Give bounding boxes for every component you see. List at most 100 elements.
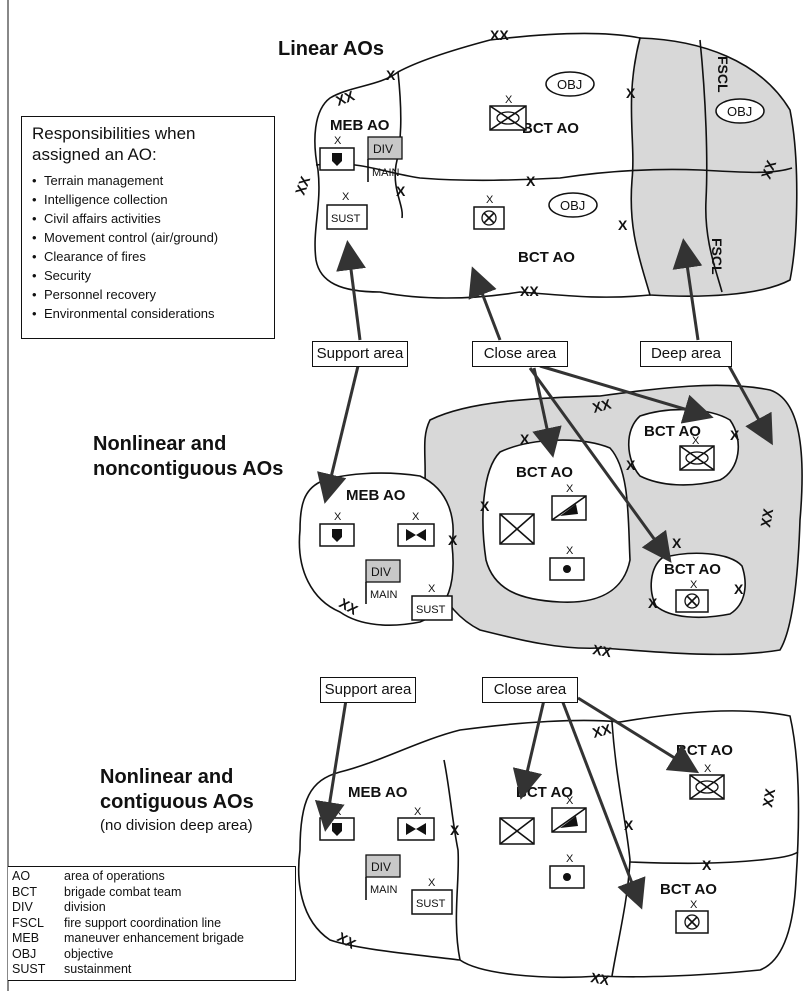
legend-desc: area of operations (64, 869, 165, 883)
xx-contig-top: XX (591, 720, 614, 740)
armor-bct-symbol-noncontig: X (679, 435, 715, 471)
obj-label-1: OBJ (557, 77, 582, 92)
svg-text:X: X (566, 795, 574, 807)
legend-abbr: FSCL (12, 915, 44, 930)
svg-text:X: X (692, 435, 700, 447)
title-contig-note: (no division deep area) (100, 817, 253, 834)
svg-text:X: X (690, 899, 698, 911)
xx-bottom-linear: XX (520, 283, 539, 299)
x-noncontig-1: X (448, 532, 458, 548)
infantry-symbol-noncontig (499, 513, 535, 545)
x-noncontig-5: X (730, 427, 740, 443)
x-mark-2: X (626, 85, 636, 101)
linear-ao-division-line (315, 163, 793, 182)
arrow-close2-bct3 (560, 699, 646, 910)
artillery-symbol-contig: X (549, 853, 585, 889)
xx-side-linear: XX (292, 173, 314, 197)
x-mark-5: X (386, 67, 396, 83)
obj-ellipse-3 (548, 192, 598, 218)
responsibilities-box: Responsibilities when assigned an AO: Te… (21, 116, 275, 339)
responsibility-item: Clearance of fires (32, 247, 264, 266)
svg-text:X: X (690, 579, 698, 591)
bct-ao-label-contig-2: BCT AO (676, 742, 733, 759)
responsibility-item: Intelligence collection (32, 190, 264, 209)
svg-text:X: X (412, 511, 420, 523)
bct-ao-label-noncontig-2: BCT AO (644, 423, 701, 440)
svg-text:X: X (505, 94, 513, 106)
x-noncontig-4: X (626, 457, 636, 473)
responsibility-item: Civil affairs activities (32, 209, 264, 228)
responsibility-item: Movement control (air/ground) (32, 228, 264, 247)
linear-ao-outline (314, 32, 651, 299)
arrow-close-bct2 (539, 364, 714, 424)
title-contig-line1: Nonlinear and (100, 766, 234, 788)
responsibilities-list: Terrain management Intelligence collecti… (32, 171, 264, 323)
svg-text:X: X (334, 806, 342, 818)
fscl-label-top: FSCL (715, 56, 731, 93)
x-noncontig-2: X (480, 498, 490, 514)
title-linear-aos: Linear AOs (278, 38, 384, 60)
meb-ao-outline-noncontig (298, 472, 454, 626)
infantry-bct-symbol-linear: X (473, 194, 505, 230)
x-noncontig-7: X (734, 581, 744, 597)
infantry-bct-symbol-contig: X (675, 899, 709, 934)
x-contig-1: X (450, 822, 460, 838)
div-main-symbol-linear: DIV MAIN (367, 136, 403, 182)
legend-desc: division (64, 900, 106, 914)
responsibilities-title: Responsibilities when assigned an AO: (32, 124, 196, 164)
support-area-label-1: Support area (312, 341, 408, 367)
title-noncontig-line2: noncontiguous AOs (93, 458, 284, 480)
recon-symbol-noncontig: X (551, 483, 587, 521)
svg-text:MAIN: MAIN (370, 884, 398, 896)
arrow-close-up (468, 266, 502, 341)
bct-ao-outline-noncontig-1 (482, 439, 631, 603)
armor-bct-symbol-contig: X (689, 763, 725, 800)
deep-area-label: Deep area (640, 341, 732, 367)
x-contig-2: X (624, 817, 634, 833)
xx-right-linear: XX (758, 157, 780, 181)
meb-ao-label-contig: MEB AO (348, 784, 408, 801)
infantry-symbol-contig (499, 817, 535, 845)
meb-symbol-linear: X (319, 135, 355, 171)
x-mark-4: X (396, 183, 406, 199)
meb-bct-boundary-linear (394, 71, 403, 219)
svg-text:SUST: SUST (416, 898, 446, 910)
recon-symbol-contig: X (551, 795, 587, 833)
svg-text:X: X (428, 877, 436, 889)
x-noncontig-8: X (648, 595, 658, 611)
svg-text:SUST: SUST (416, 604, 446, 616)
svg-text:DIV: DIV (371, 565, 391, 579)
arrow-close-bct3 (528, 367, 672, 563)
legend-abbr: SUST (12, 962, 46, 976)
legend-desc: fire support coordination line (64, 915, 222, 930)
svg-text:SUST: SUST (331, 213, 361, 225)
engineer-symbol-noncontig: X (397, 511, 435, 547)
div-main-symbol-contig: DIV MAIN (365, 854, 401, 900)
xx-top-linear: XX (490, 27, 509, 43)
support-area-label-2: Support area (320, 677, 416, 703)
x-mark-3: X (618, 217, 628, 233)
svg-text:X: X (414, 806, 422, 818)
division-outline-contig (297, 710, 800, 978)
arrow-close-bct1 (532, 367, 562, 458)
bct-ao-label-linear-1: BCT AO (522, 120, 579, 137)
bct-ao-label-linear-2: BCT AO (518, 249, 575, 266)
obj-ellipse-1 (545, 71, 595, 97)
bct-ao-label-noncontig-1: BCT AO (516, 464, 573, 481)
x-contig-3: X (702, 857, 712, 873)
bct-boundary-contig-1 (611, 721, 631, 977)
xx-noncontig-right: XX (757, 507, 776, 529)
responsibility-item: Terrain management (32, 171, 264, 190)
armor-bct-symbol-linear: X (489, 94, 527, 131)
arrow-deep-down (726, 363, 773, 446)
engineer-symbol-contig: X (397, 806, 435, 841)
svg-text:MAIN: MAIN (372, 167, 400, 179)
close-area-label-2: Close area (482, 677, 578, 703)
obj-label-2: OBJ (727, 104, 752, 119)
svg-text:X: X (566, 483, 574, 495)
